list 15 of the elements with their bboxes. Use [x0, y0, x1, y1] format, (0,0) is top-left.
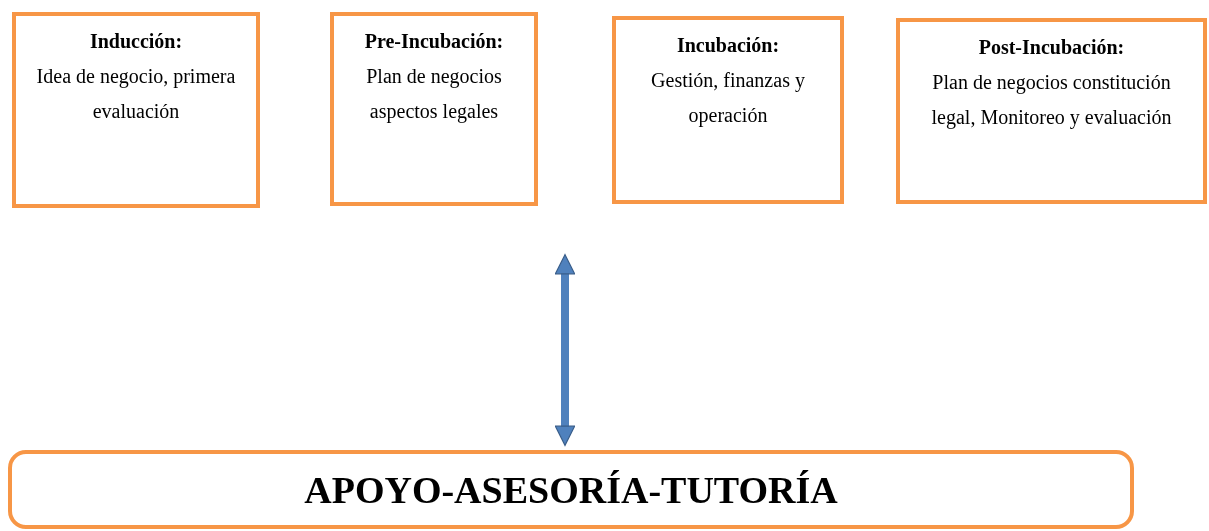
double-arrow [554, 254, 576, 446]
stage-box [896, 18, 1207, 204]
stage-title: Post-Incubación: [978, 35, 1125, 60]
stage-title: Pre-Incubación: [364, 29, 504, 54]
stage-box [330, 12, 538, 206]
support-band [8, 450, 1134, 529]
stage-description: Plan de negocios aspectos legales [365, 64, 503, 125]
stage-box [12, 12, 260, 208]
stage-box [612, 16, 844, 204]
stage-description: Idea de negocio, primera evaluación [35, 64, 237, 124]
stage-description: Gestión, finanzas y operación [650, 68, 806, 129]
stage-title: Inducción: [89, 29, 183, 54]
stage-description: Plan de negocios constitución legal, Monitoreo y evaluación [930, 70, 1173, 131]
stage-title: Incubación: [676, 33, 780, 58]
band-title: APOYO-ASESORÍA-TUTORÍA [304, 468, 838, 513]
